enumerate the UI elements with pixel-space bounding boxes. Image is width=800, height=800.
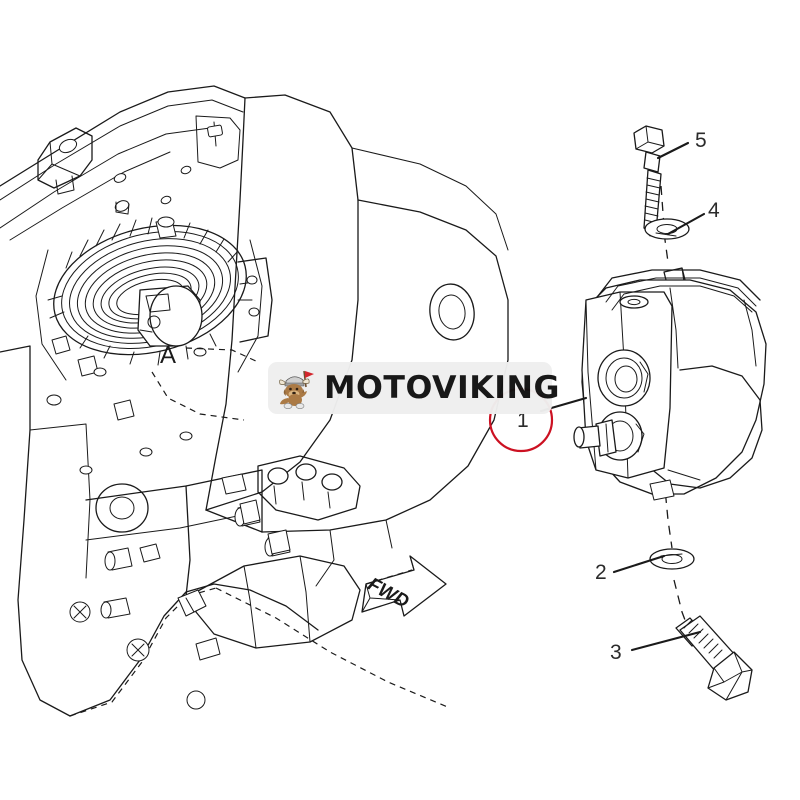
fwd-arrow-icon (361, 555, 447, 617)
callout-number-3: 3 (610, 641, 622, 664)
machine-frame-assembly (0, 85, 509, 717)
frame-fasteners (46, 335, 291, 710)
section-a-leader (151, 347, 259, 421)
hydraulic-pump-part (573, 267, 767, 501)
callout-number-4: 4 (708, 199, 720, 222)
viking-dog-icon (274, 365, 320, 411)
callout-number-5: 5 (695, 129, 707, 152)
callout-number-2: 2 (595, 561, 607, 584)
fan-coil-assembly (47, 216, 255, 366)
watermark-text: MOTOVIKING (324, 370, 560, 406)
washer-lower-part (649, 548, 695, 570)
callout-number-1: 1 (517, 409, 529, 432)
washer-upper-part (644, 218, 690, 240)
watermark-overlay: MOTOVIKING (268, 362, 559, 414)
bolt-lower-part (675, 615, 753, 701)
valve-bank (239, 455, 361, 555)
section-label-a: A (160, 342, 177, 369)
